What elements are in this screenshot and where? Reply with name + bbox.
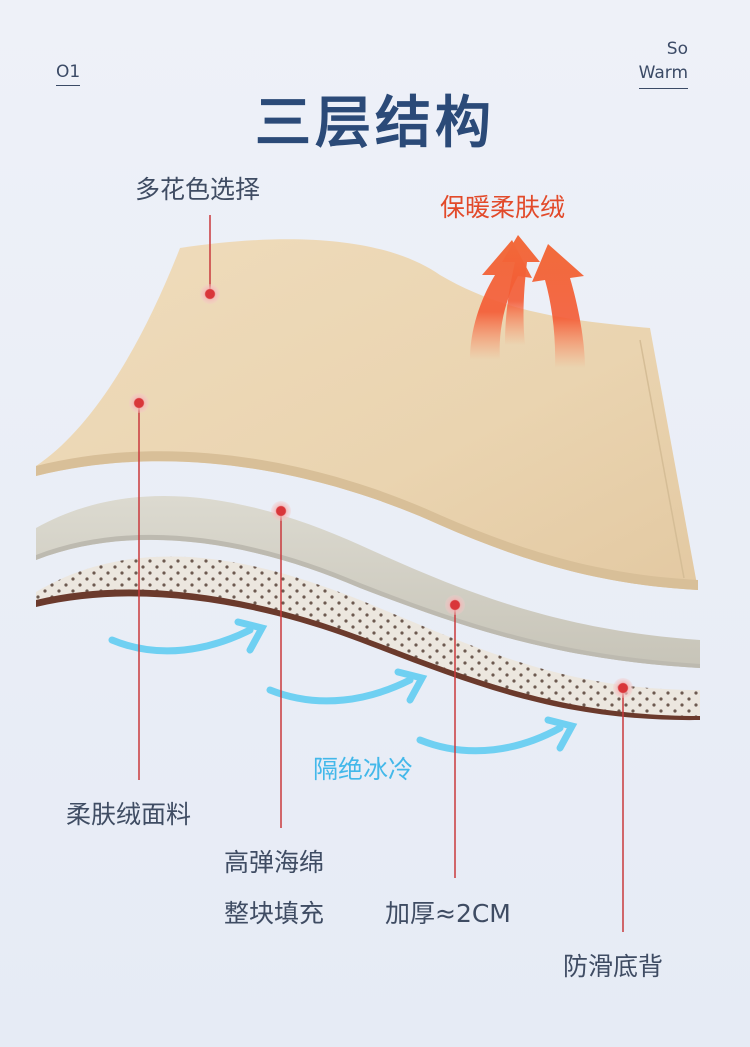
label-sponge-1: 高弹海绵 — [224, 848, 325, 877]
label-warm: 保暖柔肤绒 — [440, 193, 566, 222]
markers — [129, 284, 633, 698]
heat-arrows-icon — [470, 235, 585, 368]
cold-arrows-icon — [108, 618, 578, 755]
label-thickness: 加厚≈2CM — [385, 899, 511, 928]
marker-top — [200, 284, 220, 304]
brand-top-text: So — [666, 39, 688, 59]
marker-thickness — [445, 595, 465, 615]
marker-sponge — [271, 501, 291, 521]
leader-lines — [138, 215, 624, 932]
sponge-layer — [36, 495, 700, 668]
page-number: O1 — [56, 62, 81, 86]
marker-backing — [613, 678, 633, 698]
brand-bottom-text: Warm — [638, 61, 688, 89]
label-colors: 多花色选择 — [135, 175, 261, 204]
label-sponge-2: 整块填充 — [224, 899, 325, 928]
marker-fabric — [129, 393, 149, 413]
fabric-layer — [36, 239, 698, 591]
label-backing: 防滑底背 — [563, 952, 664, 981]
backing-layer — [36, 556, 700, 721]
page-title: 三层结构 — [255, 91, 495, 156]
brand-mark: So Warm — [638, 37, 688, 89]
label-fabric: 柔肤绒面料 — [66, 800, 192, 829]
label-isolate: 隔绝冰冷 — [313, 755, 414, 784]
